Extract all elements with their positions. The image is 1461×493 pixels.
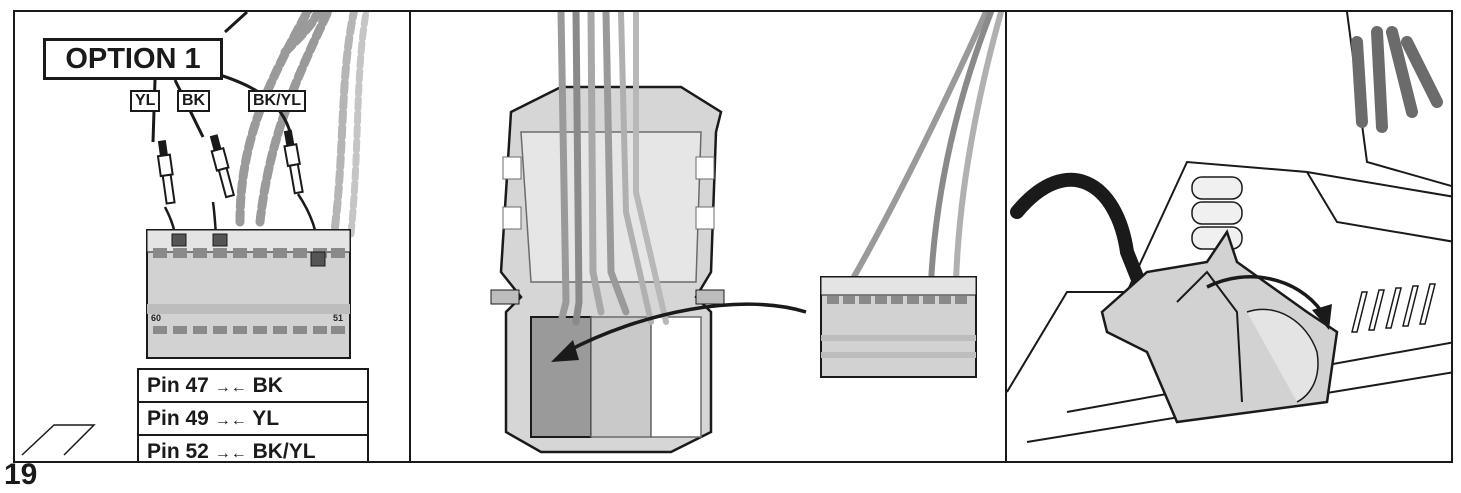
panel-bracket xyxy=(409,10,1007,463)
pin-symbol-icon: →← xyxy=(214,412,247,429)
insert-arrow-icon xyxy=(1206,275,1332,330)
wire-label-yl: YL xyxy=(130,90,161,112)
pin-number: Pin 52 xyxy=(147,440,209,463)
pin-wire: BK xyxy=(252,374,283,397)
pin-row: Pin 52 →← BK/YL xyxy=(139,434,367,463)
step-corner-icon xyxy=(21,424,96,456)
pin-number: Pin 47 xyxy=(147,374,209,397)
connector-num-51: 51 xyxy=(333,313,343,323)
step-number: 19 xyxy=(4,458,38,491)
wire-label-bk: BK xyxy=(177,90,211,112)
panel-installation xyxy=(1005,10,1453,463)
pin-table: Pin 47 →← BK Pin 49 →← YL Pin 52 →← BK/Y… xyxy=(137,368,369,463)
connector-num-60: 60 xyxy=(151,313,161,323)
option-title: OPTION 1 xyxy=(43,38,223,80)
panel3-illustration xyxy=(1007,12,1451,443)
panel2-illustration xyxy=(490,12,1004,454)
insert-arrow-icon xyxy=(551,302,807,362)
vent-slots xyxy=(1351,283,1436,333)
terminal-pins xyxy=(156,129,304,205)
pin-row: Pin 47 →← BK xyxy=(139,370,367,401)
connector-icon xyxy=(1100,229,1339,424)
pin-symbol-icon: →← xyxy=(214,379,247,396)
pin-wire: BK/YL xyxy=(252,440,316,463)
harness-icon xyxy=(557,12,669,326)
pin-number: Pin 49 xyxy=(147,407,209,430)
panel1-illustration: 60 51 xyxy=(146,12,370,359)
pin-row: Pin 49 →← YL xyxy=(139,401,367,434)
pin-wire: YL xyxy=(252,407,280,430)
wire-label-bkyl: BK/YL xyxy=(248,90,306,112)
harness-icon xyxy=(1010,26,1443,309)
harness-icon xyxy=(848,12,1004,285)
pin-symbol-icon: →← xyxy=(214,445,247,462)
connector-icon xyxy=(820,276,977,378)
connector-icon: 60 51 xyxy=(146,229,351,359)
panel-option-1: 60 51 OPTION 1 YL BK BK/YL Pin 47 →← BK … xyxy=(13,10,411,463)
